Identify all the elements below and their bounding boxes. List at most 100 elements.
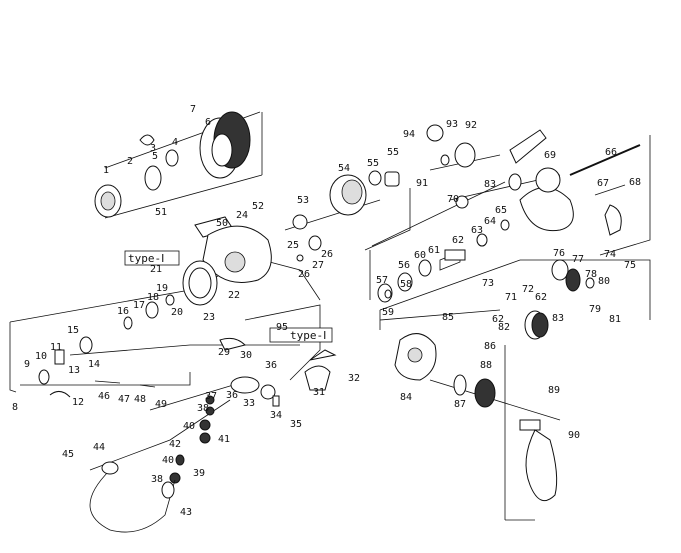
part-number: 49: [155, 399, 167, 410]
part-number: 69: [544, 150, 556, 161]
part-number: 77: [572, 254, 584, 265]
part-number: 75: [624, 260, 636, 271]
part-number: 22: [228, 290, 240, 301]
part-number: 56: [398, 260, 410, 271]
part-number: 60: [414, 250, 426, 261]
part-number: 35: [290, 419, 302, 430]
part-number: 74: [604, 249, 616, 260]
handle-knob-shape: [525, 429, 558, 502]
part-number: 82: [498, 322, 510, 333]
part-number: 32: [348, 373, 360, 384]
part-number: 53: [297, 195, 309, 206]
part-number: 15: [67, 325, 79, 336]
part-number: 21: [150, 264, 162, 275]
part-number: 1: [103, 165, 109, 176]
part-number: 5: [152, 151, 158, 162]
part-number: 63: [471, 225, 483, 236]
part-number: 30: [240, 350, 252, 361]
part-number: 88: [480, 360, 492, 371]
part-number: 83: [484, 179, 496, 190]
part-number: 24: [236, 210, 248, 221]
part-number: 8: [12, 402, 18, 413]
part-number: 73: [482, 278, 494, 289]
part-number: 67: [597, 178, 609, 189]
part-number: 59: [382, 307, 394, 318]
part-number: 34: [270, 410, 282, 421]
part-number: 81: [609, 314, 621, 325]
part-number: 62: [452, 235, 464, 246]
part-number: 6: [205, 117, 211, 128]
part-number: 72: [522, 284, 534, 295]
part-number: 76: [553, 248, 565, 259]
part-number: 37: [205, 391, 217, 402]
part-number: 16: [117, 306, 129, 317]
part-number: 78: [585, 269, 597, 280]
part-number: 92: [465, 120, 477, 131]
part-number: 90: [568, 430, 580, 441]
part-number: 31: [313, 387, 325, 398]
drag-washer-shape: [144, 165, 162, 191]
part-number: 43: [180, 507, 192, 518]
part-number: 13: [68, 365, 80, 376]
part-number: 23: [203, 312, 215, 323]
part-number: 45: [62, 449, 74, 460]
part-number: 38: [151, 474, 163, 485]
part-number: 52: [252, 201, 264, 212]
part-number: 62: [492, 314, 504, 325]
part-number: 3: [150, 143, 156, 154]
part-number: 68: [629, 177, 641, 188]
part-number: 44: [93, 442, 105, 453]
part-number: 46: [98, 391, 110, 402]
spool-parts: [94, 111, 251, 218]
type-label-box-2: type-Ⅰ: [269, 327, 333, 343]
part-number: 83: [552, 313, 564, 324]
part-number: 55: [367, 158, 379, 169]
part-number: 65: [495, 205, 507, 216]
bail-parts: [38, 294, 337, 533]
part-number: 25: [287, 240, 299, 251]
type-label: type-Ⅰ: [128, 252, 164, 265]
part-number: 40: [162, 455, 174, 466]
gearbox-body-shape: [519, 187, 574, 232]
part-number: 57: [376, 275, 388, 286]
part-number: 40: [183, 421, 195, 432]
part-number: 85: [442, 312, 454, 323]
part-number: 48: [134, 394, 146, 405]
part-number: 95: [276, 322, 288, 333]
part-number: 27: [312, 260, 324, 271]
part-number: 39: [193, 468, 205, 479]
part-number: 9: [24, 359, 30, 370]
part-number: 87: [454, 399, 466, 410]
part-number: 36: [265, 360, 277, 371]
part-number: 2: [127, 156, 133, 167]
part-number: 86: [484, 341, 496, 352]
part-number: 26: [298, 269, 310, 280]
part-number: 29: [218, 347, 230, 358]
part-number: 14: [88, 359, 100, 370]
part-number: 58: [400, 279, 412, 290]
part-number: 42: [169, 439, 181, 450]
part-number: 7: [190, 104, 196, 115]
part-number: 71: [505, 292, 517, 303]
part-number: 19: [156, 283, 168, 294]
part-number: 11: [50, 342, 62, 353]
part-number: 10: [35, 351, 47, 362]
part-number: 91: [416, 178, 428, 189]
part-number: 66: [605, 147, 617, 158]
part-numbers: 1 2 3 4 5 6 7 8 9 10 11 12 13 14 15 16 1…: [12, 104, 641, 518]
type-label-box-1: type-Ⅰ: [124, 250, 180, 266]
part-number: 55: [387, 147, 399, 158]
part-number: 26: [321, 249, 333, 260]
part-number: 84: [400, 392, 412, 403]
part-number: 61: [428, 245, 440, 256]
part-number: 36: [226, 390, 238, 401]
part-number: 51: [155, 207, 167, 218]
part-number: 33: [243, 398, 255, 409]
part-number: 20: [171, 307, 183, 318]
part-number: 80: [598, 276, 610, 287]
part-number: 54: [338, 163, 350, 174]
part-number: 94: [403, 129, 415, 140]
part-number: 12: [72, 397, 84, 408]
rotor-parts: [182, 170, 400, 306]
